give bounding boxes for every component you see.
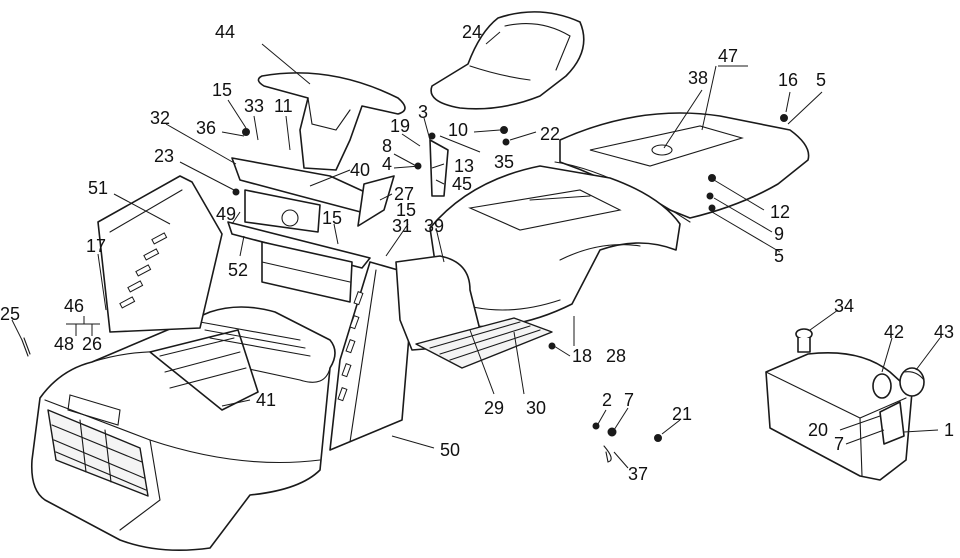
callout-7b: 7	[834, 434, 844, 454]
callout-42: 42	[884, 322, 904, 342]
callout-20: 20	[808, 420, 828, 440]
callout-16: 16	[778, 70, 798, 90]
callout-4: 4	[382, 154, 392, 174]
callout-44: 44	[215, 22, 235, 42]
dash-panel-part	[149, 321, 311, 411]
callout-29: 29	[484, 398, 504, 418]
callout-22: 22	[540, 124, 560, 144]
callout-52: 52	[228, 260, 248, 280]
callout-45: 45	[452, 174, 472, 194]
callout-27: 27	[394, 184, 414, 204]
callout-24: 24	[462, 22, 482, 42]
callout-51: 51	[88, 178, 108, 198]
callout-9: 9	[774, 224, 784, 244]
footrest-mat-part	[395, 255, 553, 369]
leader-lines	[11, 31, 941, 469]
callout-15: 15	[212, 80, 232, 100]
main-body-part	[429, 165, 681, 328]
callout-8: 8	[382, 136, 392, 156]
side-panel-right-part	[329, 261, 413, 451]
callout-17: 17	[86, 236, 106, 256]
callout-26: 26	[82, 334, 102, 354]
callout-2: 2	[602, 390, 612, 410]
callout-36: 36	[196, 118, 216, 138]
callout-5b: 5	[774, 246, 784, 266]
side-panel-left-part	[97, 175, 223, 333]
callout-48: 48	[54, 334, 74, 354]
callout-11: 11	[274, 96, 293, 116]
steering-wheel-part	[257, 72, 406, 171]
callout-labels: 44 24 47 38 16 5 15 33 11 3 32 36 19 10 …	[0, 22, 954, 484]
callout-50: 50	[440, 440, 460, 460]
callout-41: 41	[256, 390, 276, 410]
callout-32: 32	[150, 108, 170, 128]
callout-30: 30	[526, 398, 546, 418]
callout-10: 10	[448, 120, 468, 140]
callout-34: 34	[834, 296, 854, 316]
callout-13: 13	[454, 156, 474, 176]
callout-5: 5	[816, 70, 826, 90]
callout-39: 39	[424, 216, 444, 236]
callout-40: 40	[350, 160, 370, 180]
callout-47: 47	[718, 46, 738, 66]
callout-25: 25	[0, 304, 20, 324]
callout-49: 49	[216, 204, 236, 224]
callout-37: 37	[628, 464, 648, 484]
callout-3: 3	[418, 102, 428, 122]
callout-33: 33	[244, 96, 264, 116]
callout-31: 31	[392, 216, 412, 236]
callout-43: 43	[934, 322, 954, 342]
callout-15c: 15	[322, 208, 342, 228]
callout-18: 18	[572, 346, 592, 366]
callout-21: 21	[672, 404, 692, 424]
dashboard-bracket-part	[227, 157, 379, 303]
callout-23: 23	[154, 146, 174, 166]
seat-part	[430, 11, 585, 110]
hood-part	[30, 306, 336, 552]
callout-19: 19	[390, 116, 410, 136]
fuel-tank-part	[765, 328, 925, 481]
callout-28: 28	[606, 346, 626, 366]
callout-15b: 15	[396, 200, 416, 220]
callout-38: 38	[688, 68, 708, 88]
callout-7: 7	[624, 390, 634, 410]
callout-35: 35	[494, 152, 514, 172]
callout-46: 46	[64, 296, 84, 316]
callout-1: 1	[944, 420, 954, 440]
callout-12: 12	[770, 202, 790, 222]
